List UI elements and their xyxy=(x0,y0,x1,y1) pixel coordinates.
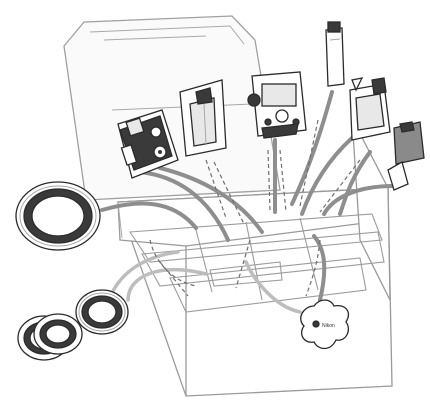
wireless-commander xyxy=(117,109,179,179)
diffuser-cover xyxy=(387,121,425,191)
battery-pack xyxy=(179,79,227,157)
flash-stand xyxy=(349,77,391,141)
ring-adapter-large xyxy=(15,181,101,251)
flash-commander xyxy=(247,71,307,139)
arrow-adapter-rings xyxy=(126,267,208,302)
arrow-cover xyxy=(322,184,396,216)
arrow-battery xyxy=(290,90,334,206)
arrow-clip-2 xyxy=(338,150,372,216)
arrow-case-up xyxy=(312,234,327,302)
placement-arrows xyxy=(100,90,396,332)
brand-mark: Nikon xyxy=(322,323,335,329)
foam-tray xyxy=(129,213,385,313)
arrow-case-left xyxy=(244,260,302,314)
arrow-commander xyxy=(138,170,230,242)
arrow-commander-2 xyxy=(158,166,264,234)
adapter-rings xyxy=(17,289,129,361)
arrow-clip xyxy=(300,136,354,216)
carrying-case: Nikon xyxy=(300,299,350,350)
arrow-ring-light xyxy=(100,201,198,230)
battery-tube xyxy=(325,21,345,87)
